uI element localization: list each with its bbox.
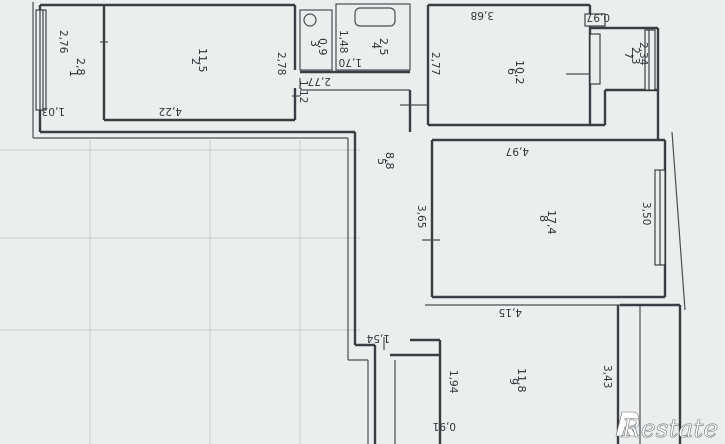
room-9-number: 9 [507,378,520,385]
windows [35,9,666,266]
dim-3-65: 3,65 [415,205,427,228]
room-7-number: 7 [622,52,635,59]
room-labels: 1 2,8 2 11,5 3 0,9 4 2,5 5 8,8 6 10,2 7 … [67,38,642,393]
room-8-area: 17,4 [545,210,558,235]
watermark-text: Restate [621,414,718,443]
dim-1-12: 1,12 [297,80,309,103]
dim-3-50: 3,50 [640,202,652,225]
dim-3-68: 3,68 [471,9,494,21]
dim-4-15: 4,15 [499,306,522,318]
room-4-number: 4 [369,42,382,49]
dim-0-91: 0,91 [433,420,456,432]
room-3-area: 0,9 [316,38,329,56]
dim-2-77a: 2,77 [308,75,331,87]
room-2-area: 11,5 [196,48,209,73]
dimension-labels: 2,76 1,03 4,22 2,78 1,12 1,48 1,70 2,77 … [42,9,652,432]
room-1-number: 1 [67,70,80,77]
room-7-area: 2,3 [629,47,642,65]
room-9-area: 11,8 [515,368,528,393]
room-3-number: 3 [308,40,321,47]
dim-2-34: 2,34 [637,42,649,66]
dim-1-48: 1,48 [337,30,349,53]
dim-1-54: 1,54 [366,332,390,344]
room-6-area: 10,2 [513,60,526,85]
dim-2-78: 2,78 [275,52,287,75]
room-4-area: 2,5 [377,38,390,56]
dim-4-97: 4,97 [506,145,529,157]
bathtub-icon [354,7,396,27]
watermark-logo-icon [615,411,639,437]
paper-lines [0,140,360,444]
dim-1-70: 1,70 [339,56,362,68]
door-marks [100,41,590,350]
toilet-icon [303,13,317,27]
watermark: Restate [615,411,719,443]
room-5-area: 8,8 [383,152,396,170]
dim-3-43: 3,43 [601,365,613,388]
fixtures [303,7,396,27]
dim-4-22: 4,22 [159,105,182,117]
room-5-number: 5 [375,158,388,165]
dim-1-03: 1,03 [42,105,65,117]
dim-2-77b: 2,77 [429,52,441,75]
room-6-number: 6 [505,68,518,75]
room-8-number: 8 [537,215,550,222]
dim-1-94: 1,94 [447,370,459,394]
dim-2-76: 2,76 [57,30,69,54]
room-1-area: 2,8 [74,58,87,76]
dim-0-97: 0,97 [587,11,610,23]
room-2-number: 2 [189,58,202,65]
